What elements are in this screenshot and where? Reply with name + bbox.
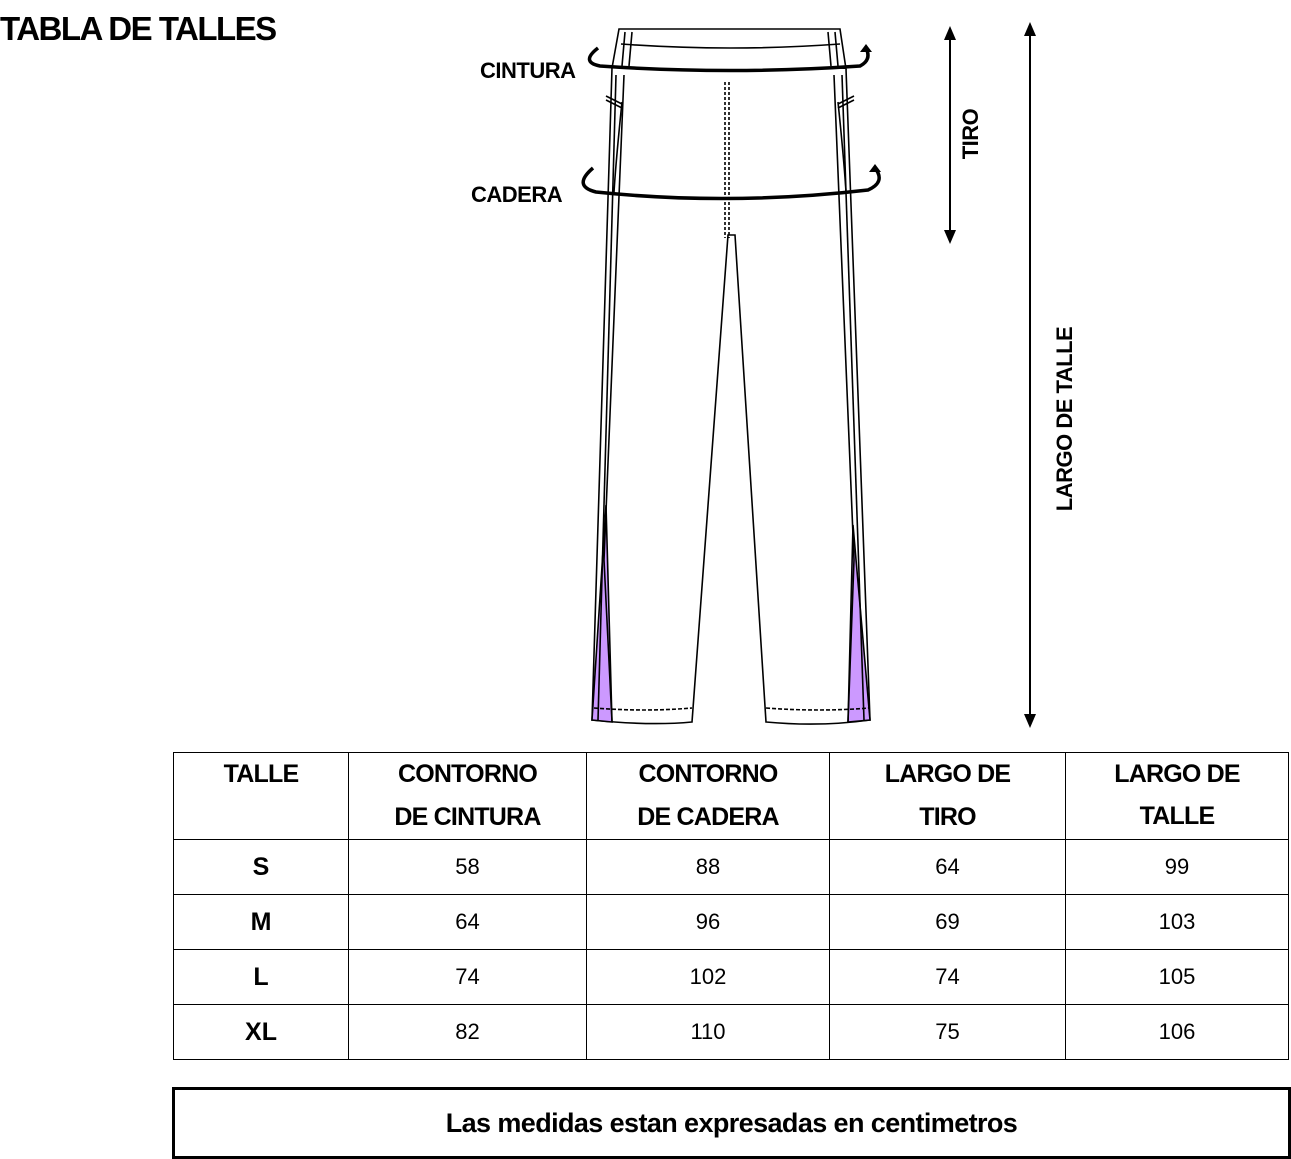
table-row: S 58 88 64 99 xyxy=(173,839,1289,895)
value-cell: 75 xyxy=(829,1004,1066,1060)
table-row: XL 82 110 75 106 xyxy=(173,1004,1289,1060)
left-accent-panel xyxy=(591,504,613,723)
waist-label: CINTURA xyxy=(480,58,576,83)
value-cell: 103 xyxy=(1065,894,1289,950)
units-note: Las medidas estan expresadas en centimet… xyxy=(172,1087,1291,1159)
hip-measure-loop xyxy=(581,166,881,201)
value-cell: 74 xyxy=(348,949,587,1005)
value-cell: 105 xyxy=(1065,949,1289,1005)
value-cell: 106 xyxy=(1065,1004,1289,1060)
value-cell: 96 xyxy=(586,894,830,950)
header-talle: TALLE xyxy=(173,752,349,840)
hip-label: CADERA xyxy=(471,182,563,207)
table-row: M 64 96 69 103 xyxy=(173,894,1289,950)
value-cell: 64 xyxy=(348,894,587,950)
length-label: LARGO DE TALLE xyxy=(1052,326,1077,512)
value-cell: 82 xyxy=(348,1004,587,1060)
page-title: TABLA DE TALLES xyxy=(0,10,277,47)
size-cell: M xyxy=(173,894,349,950)
value-cell: 88 xyxy=(586,839,830,895)
value-cell: 64 xyxy=(829,839,1066,895)
rise-label: TIRO xyxy=(958,108,983,160)
value-cell: 69 xyxy=(829,894,1066,950)
size-cell: XL xyxy=(173,1004,349,1060)
value-cell: 99 xyxy=(1065,839,1289,895)
waist-measure-loop xyxy=(587,46,870,73)
size-cell: L xyxy=(173,949,349,1005)
value-cell: 74 xyxy=(829,949,1066,1005)
value-cell: 102 xyxy=(586,949,830,1005)
value-cell: 110 xyxy=(586,1004,830,1060)
size-cell: S xyxy=(173,839,349,895)
value-cell: 58 xyxy=(348,839,587,895)
table-row: L 74 102 74 105 xyxy=(173,949,1289,1005)
